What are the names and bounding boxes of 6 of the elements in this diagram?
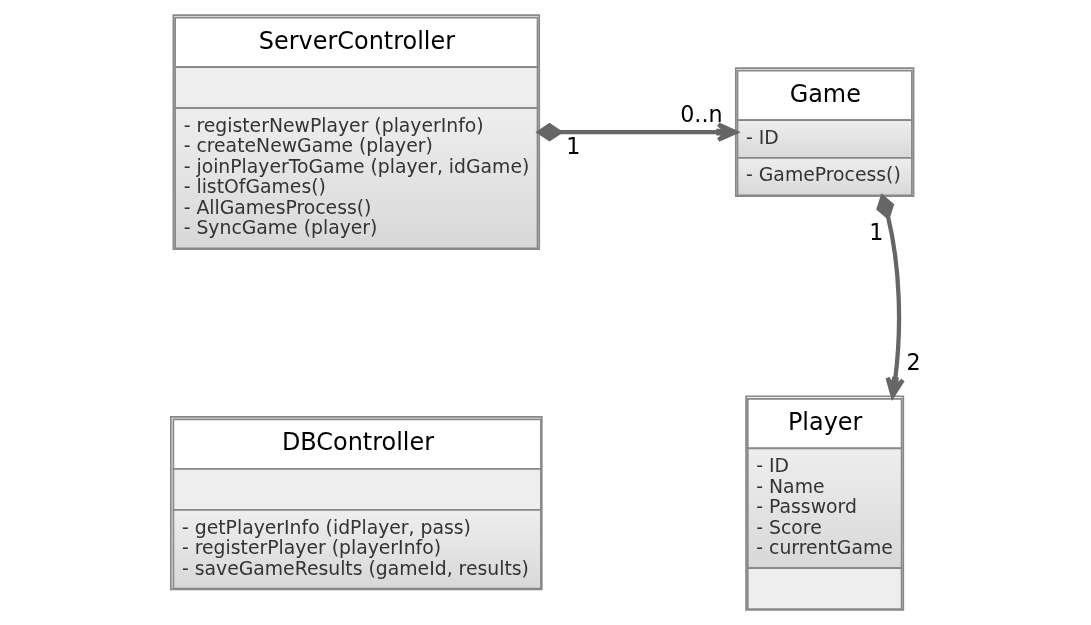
label: 2 [905,349,921,376]
label: 0..n [679,101,723,128]
arrow [875,193,905,399]
label: 1 [868,218,883,245]
arrow [534,122,738,142]
label: 1 [565,132,580,159]
